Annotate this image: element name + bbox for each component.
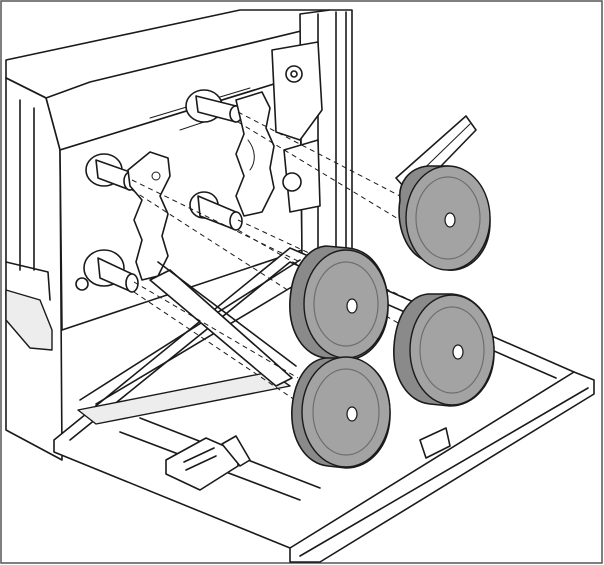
rollers — [289, 115, 495, 469]
holder-arm-right — [235, 91, 275, 217]
hinge-tab — [419, 427, 451, 459]
roller-center — [289, 245, 389, 361]
release-lever — [165, 437, 239, 491]
left-latch — [5, 289, 53, 351]
holder-arms — [127, 91, 275, 281]
roller-upper-right — [395, 115, 491, 271]
spindle-lower-left — [75, 249, 139, 293]
guide-bar — [149, 269, 293, 387]
lower-right-knob — [282, 172, 302, 192]
upper-bracket — [271, 41, 323, 141]
guide-rail — [77, 371, 291, 425]
door-front-lip — [289, 371, 595, 563]
roller-bottom — [291, 356, 391, 469]
roller-lower-right — [393, 293, 495, 407]
